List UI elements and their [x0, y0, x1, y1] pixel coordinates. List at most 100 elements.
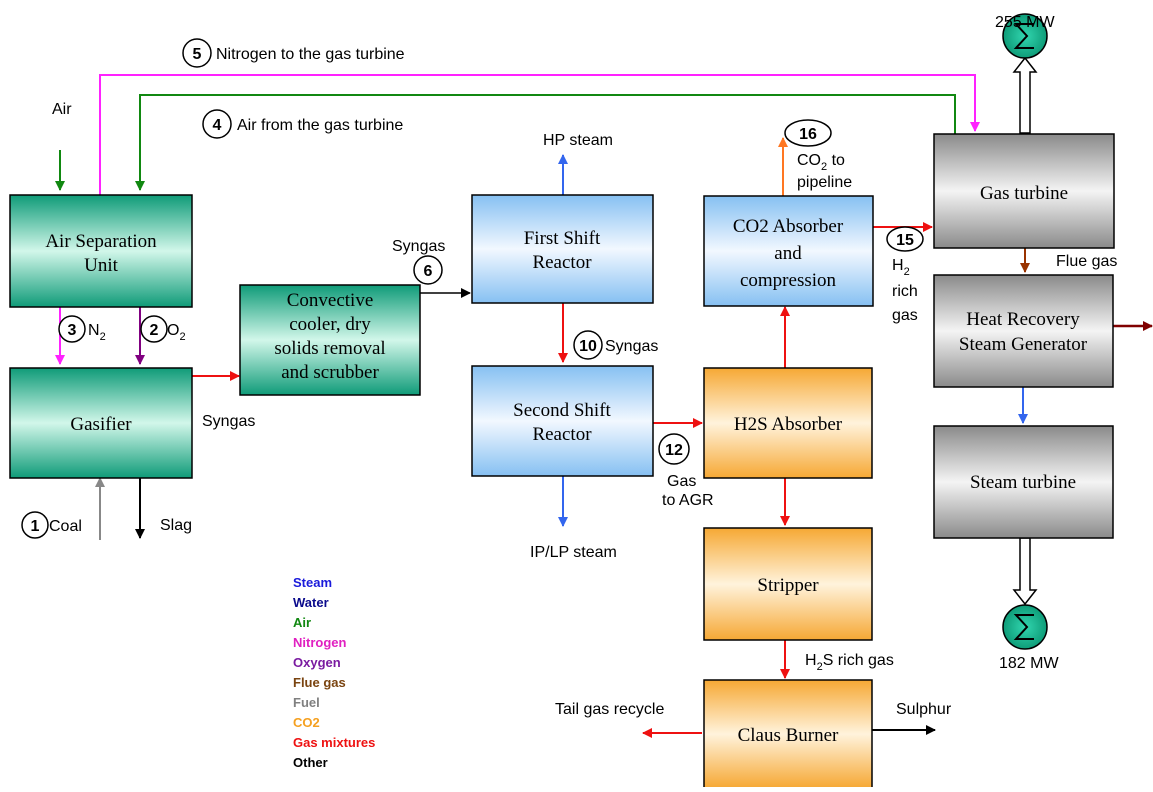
subscript: 2	[904, 266, 910, 278]
label-text: O	[167, 322, 179, 339]
unit-label-line: CO2 Absorber	[733, 216, 844, 237]
stream-12-label-1: Gas	[667, 473, 696, 490]
stream-1-label: Coal	[49, 518, 82, 535]
hp-steam-label: HP steam	[543, 132, 613, 149]
stream-4-label: Air from the gas turbine	[237, 117, 403, 134]
unit-label-line: and scrubber	[281, 362, 379, 383]
unit-label-line: Reactor	[532, 424, 592, 445]
stream-16-badge: 16	[784, 119, 832, 147]
subscript: 2	[179, 331, 185, 343]
legend-fuel: Fuel	[293, 695, 320, 710]
unit-label-line: Claus Burner	[738, 725, 839, 746]
stream-number: 10	[579, 338, 597, 355]
unit-label-line: Steam turbine	[970, 472, 1076, 493]
unit-label-line: cooler, dry	[289, 314, 371, 335]
st-power-arrow	[1012, 537, 1038, 606]
label-text: H	[805, 652, 817, 669]
unit-hrsg[interactable]: Heat Recovery Steam Generator	[933, 274, 1114, 388]
unit-label-line: Convective	[287, 290, 374, 311]
stream-1-badge: 1	[21, 511, 49, 539]
unit-convective-cooler[interactable]: Convective cooler, dry solids removal an…	[239, 284, 421, 396]
stream-number: 16	[799, 126, 817, 143]
stream-16-label-2: pipeline	[797, 174, 852, 191]
unit-label-line: and	[774, 243, 802, 264]
stream-16-label-1: CO2 to	[797, 152, 845, 173]
unit-label-line: Gas turbine	[980, 183, 1068, 204]
subscript: 2	[100, 331, 106, 343]
label-text: H	[892, 257, 904, 274]
legend: Steam Water Air Nitrogen Oxygen Flue gas…	[293, 575, 375, 770]
stream-15-label-2: rich	[892, 283, 918, 300]
stream-number: 12	[665, 442, 683, 459]
unit-label-line: Heat Recovery	[966, 309, 1080, 330]
stream-2-badge: 2	[140, 315, 168, 343]
slag-label: Slag	[160, 517, 192, 534]
legend-gas-mixtures: Gas mixtures	[293, 735, 375, 750]
unit-claus-burner[interactable]: Claus Burner	[703, 679, 873, 789]
stream-12-label-2: to AGR	[662, 492, 714, 509]
generator-st-icon	[1002, 604, 1048, 650]
unit-second-shift-reactor[interactable]: Second Shift Reactor	[471, 365, 654, 477]
unit-first-shift-reactor[interactable]: First Shift Reactor	[471, 194, 654, 304]
unit-label-line: solids removal	[274, 338, 385, 359]
unit-gasifier[interactable]: Gasifier	[9, 367, 193, 479]
sulphur-label: Sulphur	[896, 701, 952, 718]
air-from-gt-line	[135, 94, 956, 191]
unit-co2-absorber[interactable]: CO2 Absorber and compression	[703, 195, 874, 307]
unit-label-line: Air Separation	[45, 231, 157, 252]
unit-label-line: First Shift	[524, 228, 601, 249]
power-st-label: 182 MW	[999, 655, 1059, 672]
legend-flue-gas: Flue gas	[293, 675, 346, 690]
stream-12-badge: 12	[658, 433, 690, 465]
unit-stripper[interactable]: Stripper	[703, 527, 873, 641]
unit-h2s-absorber[interactable]: H2S Absorber	[703, 367, 873, 479]
gt-power-arrow	[1012, 56, 1038, 134]
label-text: to	[827, 152, 845, 169]
h2s-rich-gas-label: H2S rich gas	[805, 652, 894, 673]
legend-co2: CO2	[293, 715, 320, 730]
stream-10-label: Syngas	[605, 338, 658, 355]
stream-number: 15	[896, 232, 914, 249]
stream-2-label: O2	[167, 322, 186, 343]
iplp-steam-label: IP/LP steam	[530, 544, 617, 561]
stream-5-badge: 5	[182, 38, 212, 68]
stream-15-badge: 15	[886, 226, 924, 252]
stream-15-label-3: gas	[892, 307, 918, 324]
legend-steam: Steam	[293, 575, 332, 590]
unit-label-line: H2S Absorber	[734, 414, 843, 435]
flue-gas-label: Flue gas	[1056, 253, 1117, 270]
label-text: S rich gas	[823, 652, 894, 669]
legend-oxygen: Oxygen	[293, 655, 341, 670]
stream-6-label: Syngas	[392, 238, 445, 255]
unit-label-line: Unit	[84, 255, 119, 276]
stream-number: 2	[150, 322, 159, 339]
subscript: 2	[817, 661, 823, 673]
unit-steam-turbine[interactable]: Steam turbine	[933, 425, 1114, 539]
legend-water: Water	[293, 595, 329, 610]
tail-gas-label: Tail gas recycle	[555, 701, 664, 718]
legend-air: Air	[293, 615, 311, 630]
stream-number: 3	[68, 322, 77, 339]
nitrogen-to-gt-line	[99, 74, 980, 196]
stream-10-badge: 10	[573, 330, 603, 360]
stream-6-badge: 6	[413, 255, 443, 285]
syngas-label: Syngas	[202, 413, 255, 430]
unit-label-line: compression	[740, 270, 837, 291]
stream-3-label: N2	[88, 322, 106, 343]
stream-15-label-1: H2	[892, 257, 910, 278]
generator-gt-icon	[1002, 13, 1048, 59]
legend-other: Other	[293, 755, 328, 770]
stream-number: 6	[424, 263, 433, 280]
power-gt-label: 255 MW	[995, 14, 1055, 31]
legend-nitrogen: Nitrogen	[293, 635, 347, 650]
stream-number: 4	[213, 117, 222, 134]
unit-air-separation[interactable]: Air Separation Unit	[9, 194, 193, 308]
stream-4-badge: 4	[202, 109, 232, 139]
label-text: N	[88, 322, 100, 339]
unit-label-line: Steam Generator	[959, 334, 1088, 355]
stream-number: 1	[31, 518, 40, 535]
air-label: Air	[52, 101, 72, 118]
unit-gas-turbine[interactable]: Gas turbine	[933, 133, 1115, 249]
